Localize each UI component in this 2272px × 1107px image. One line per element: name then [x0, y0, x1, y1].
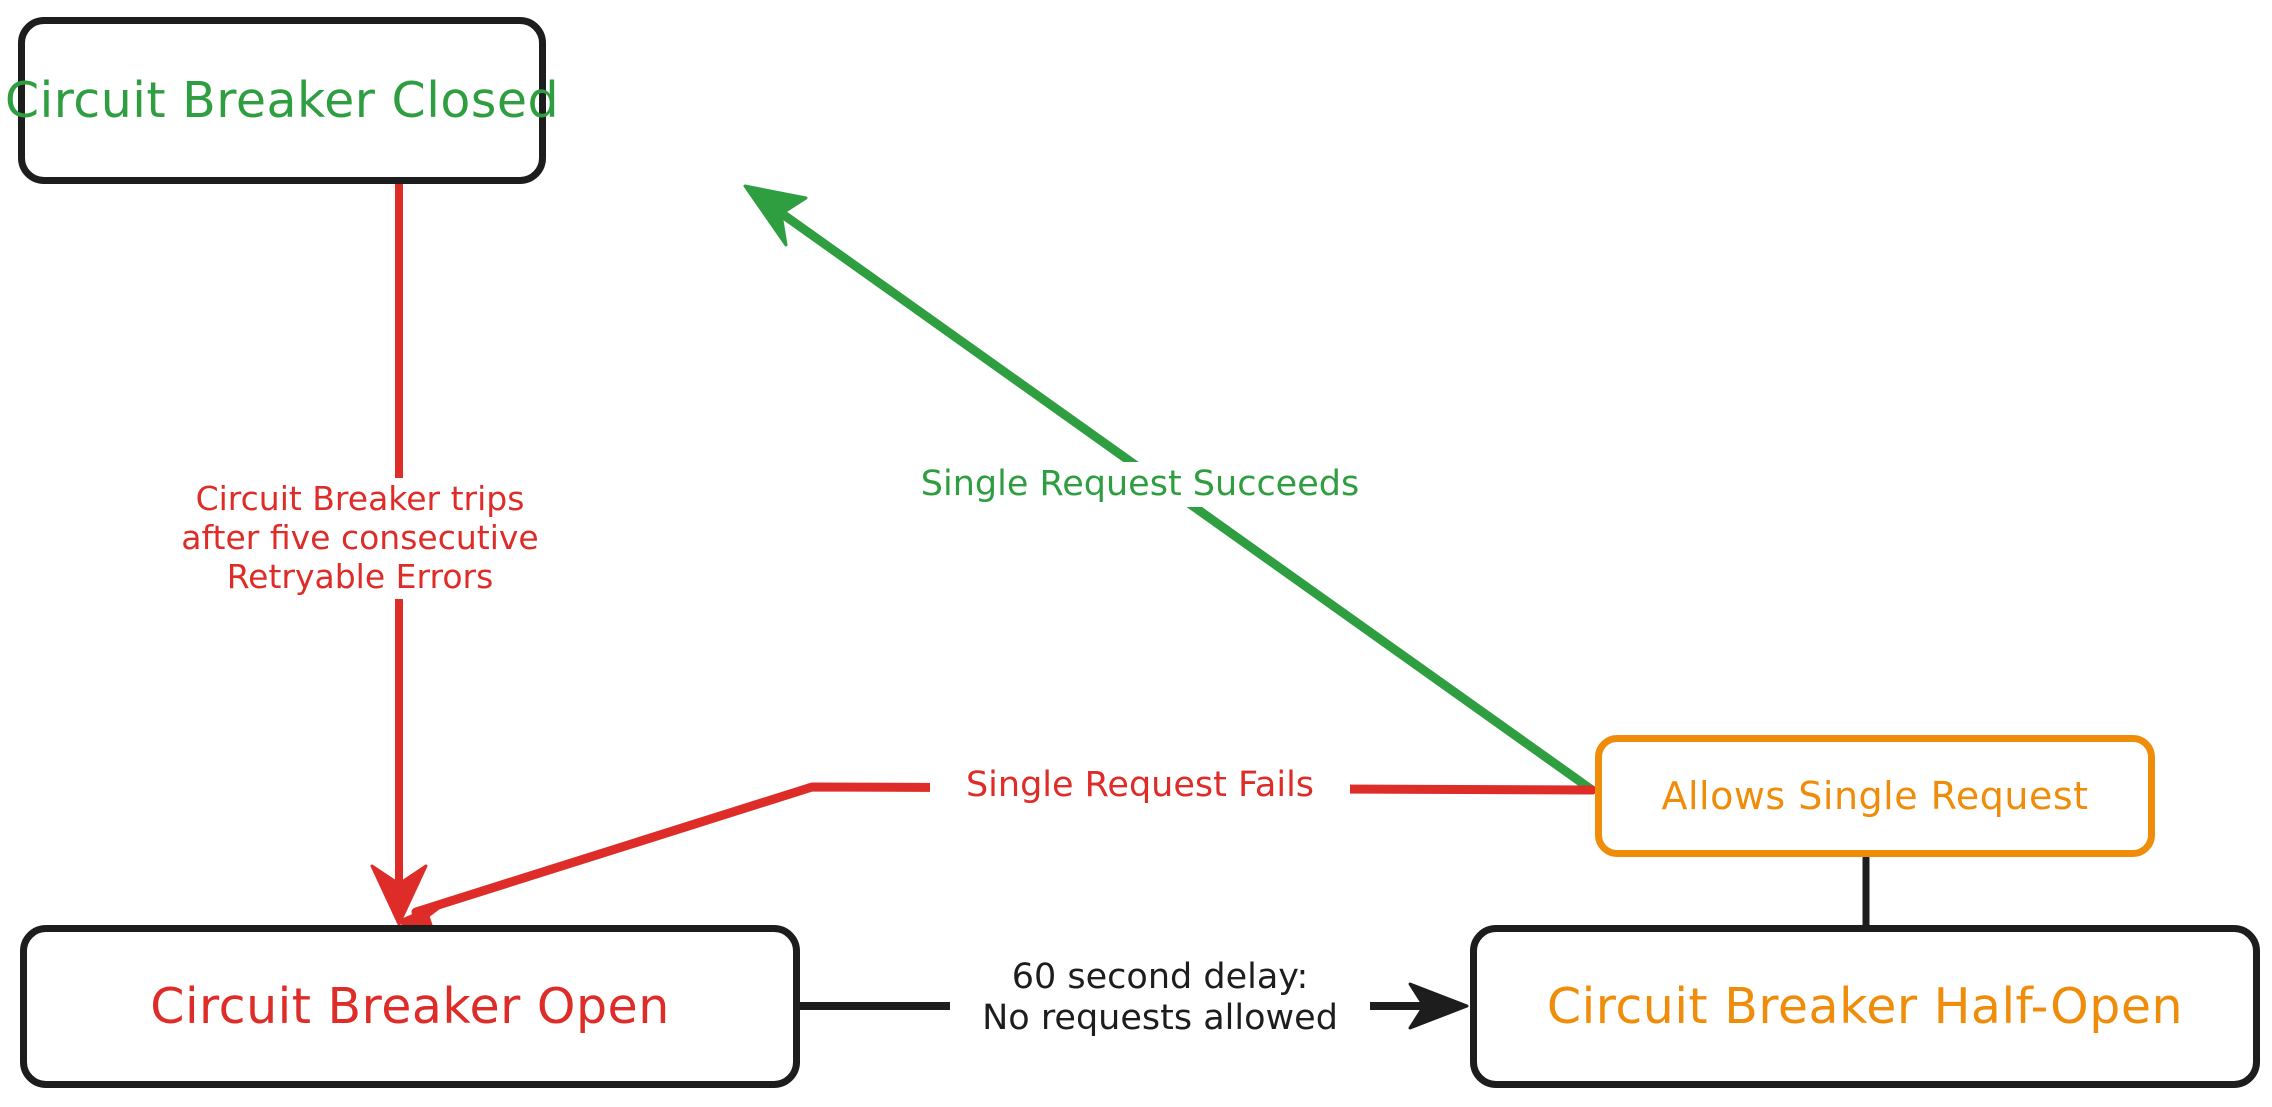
node-circuit-breaker-half-open[interactable]: Circuit Breaker Half-Open [1470, 925, 2260, 1088]
edge-label-closed-to-open: Circuit Breaker trips after five consecu… [150, 478, 570, 599]
node-allows-single-request[interactable]: Allows Single Request [1595, 735, 2155, 857]
node-label-half-open: Circuit Breaker Half-Open [1546, 978, 2184, 1035]
edge-allows-to-open [396, 782, 1597, 936]
node-circuit-breaker-open[interactable]: Circuit Breaker Open [20, 925, 800, 1088]
node-label-allows: Allows Single Request [1661, 774, 2089, 818]
edge-label-allows-to-closed: Single Request Succeeds [880, 462, 1400, 508]
edge-label-open-to-half-open: 60 second delay: No requests allowed [950, 955, 1370, 1042]
node-label-open: Circuit Breaker Open [150, 978, 670, 1035]
node-label-closed: Circuit Breaker Closed [4, 72, 560, 129]
node-circuit-breaker-closed[interactable]: Circuit Breaker Closed [5, 17, 559, 184]
edge-label-allows-to-open: Single Request Fails [930, 763, 1350, 809]
